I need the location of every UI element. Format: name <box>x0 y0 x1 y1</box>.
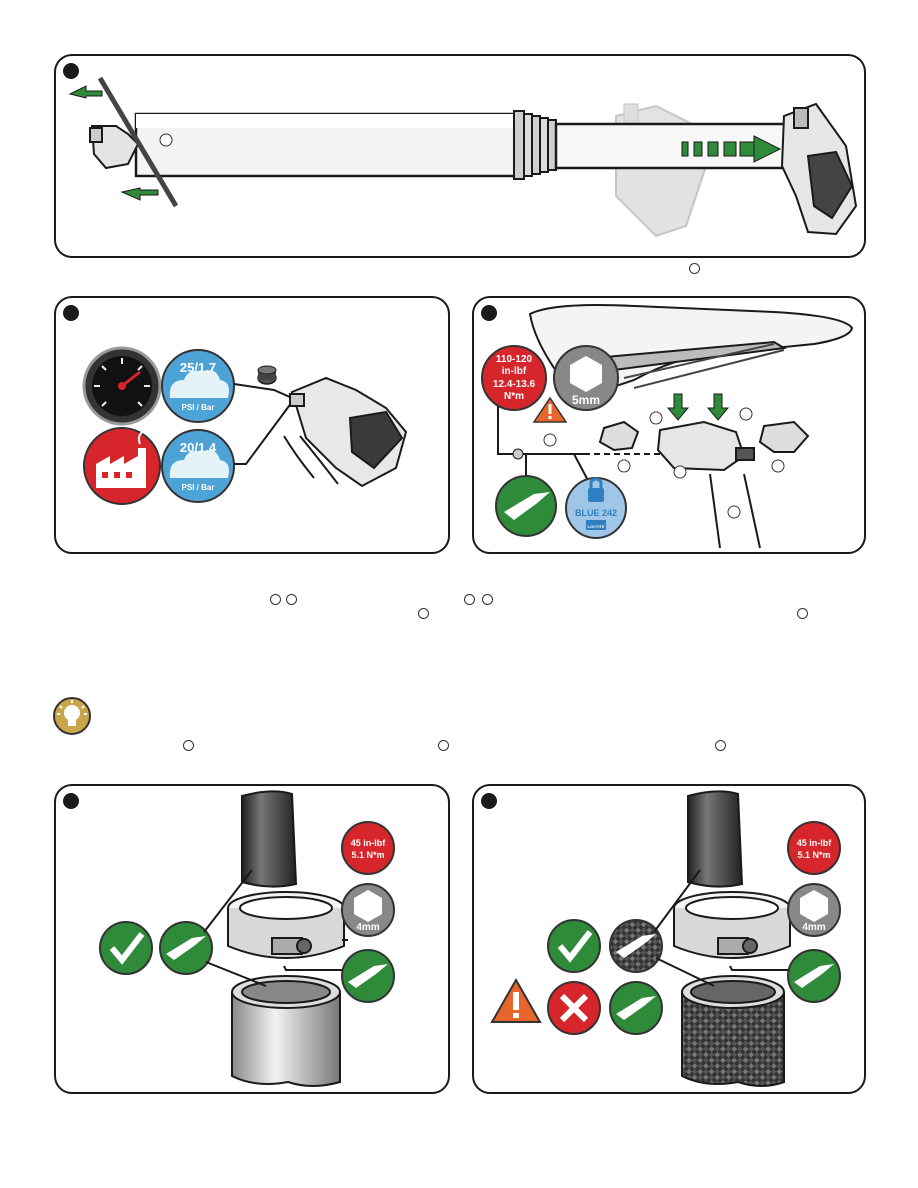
callout-marker <box>183 740 194 751</box>
grease-icon <box>495 475 557 537</box>
tool-size-label: 4mm <box>356 922 379 933</box>
torque-value-inlbf: 45 in-lbf <box>351 838 387 848</box>
pressure-warm-label: 20/1.4 <box>180 440 217 455</box>
arrow-icon <box>68 85 159 201</box>
callout-marker <box>464 594 475 605</box>
panel-dropper-post <box>54 54 866 258</box>
torque-badge: 110-120 in-lbf 12.4-13.6 N*m <box>481 345 547 411</box>
warning-icon <box>532 396 568 423</box>
pressure-unit-label: PSI / Bar <box>182 403 215 412</box>
callout-marker <box>715 740 726 751</box>
callout-marker <box>797 608 808 619</box>
saddle-clamp-head <box>289 376 408 488</box>
torque-value-inlbf: 110-120 <box>496 354 533 365</box>
step-marker <box>63 305 79 321</box>
seat-clamp <box>227 891 345 959</box>
clamp-parts <box>598 420 810 472</box>
factory-icon <box>83 426 161 505</box>
hex-key-icon: 5mm <box>553 345 619 411</box>
torque-unit-inlbf: in-lbf <box>502 366 527 377</box>
callout-marker <box>689 263 700 274</box>
checkmark-icon <box>99 921 153 975</box>
callout-marker <box>482 594 493 605</box>
saddle-illustration: 110-120 in-lbf 12.4-13.6 N*m 5mm <box>481 304 854 549</box>
cable-fitting <box>89 125 140 170</box>
arrow-icon <box>666 393 730 421</box>
threadlocker-brand: LOCTITE <box>587 524 604 529</box>
step-marker <box>63 793 79 809</box>
warning-icon <box>490 977 542 1023</box>
dropper-post-illustration <box>68 76 858 238</box>
seat-clamp-carbon-illustration: 45 in-lbf 5.1 N*m 4mm <box>490 790 841 1087</box>
torque-badge: 45 in-lbf 5.1 N*m <box>787 821 841 875</box>
callout-marker <box>438 740 449 751</box>
tool-size-label: 4mm <box>802 922 825 933</box>
callout-marker <box>270 594 281 605</box>
hex-key-icon: 4mm <box>787 883 841 937</box>
step-marker <box>481 305 497 321</box>
step-marker <box>63 63 79 79</box>
seat-clamp <box>673 891 791 959</box>
checkmark-icon <box>547 919 601 973</box>
frame-tube <box>681 975 785 1087</box>
pressure-cold-label: 25/1.7 <box>180 360 216 375</box>
panel-seat-clamp-carbon: 45 in-lbf 5.1 N*m 4mm <box>472 784 866 1094</box>
saddle-clamp-head <box>780 102 858 236</box>
cloud-icon: 25/1.7 PSI / Bar <box>161 349 235 423</box>
cloud-icon: 20/1.4 PSI / Bar <box>161 429 235 503</box>
frame-tube <box>231 975 341 1087</box>
panel-air-pressure: 25/1.7 PSI / Bar 20/1.4 PSI / Bar <box>54 296 450 554</box>
torque-value-nm: 5.1 N*m <box>351 850 384 860</box>
grease-icon <box>341 949 395 1003</box>
torque-badge: 45 in-lbf 5.1 N*m <box>341 821 395 875</box>
step-marker <box>481 793 497 809</box>
hex-key-icon: 4mm <box>341 883 395 937</box>
tool-size-label: 5mm <box>572 393 600 407</box>
lock-icon: BLUE 242 LOCTITE <box>565 477 627 539</box>
seat-clamp-alloy-illustration: 45 in-lbf 5.1 N*m 4mm <box>99 790 395 1087</box>
carbon-paste-icon <box>609 919 663 973</box>
pressure-illustration: 25/1.7 PSI / Bar 20/1.4 PSI / Bar <box>82 346 408 505</box>
grease-icon <box>787 949 841 1003</box>
panel-seat-clamp-alloy: 45 in-lbf 5.1 N*m 4mm <box>54 784 450 1094</box>
torque-unit-nm: N*m <box>504 391 524 402</box>
torque-value-inlbf: 45 in-lbf <box>797 838 833 848</box>
panel-saddle-install: 110-120 in-lbf 12.4-13.6 N*m 5mm <box>472 296 866 554</box>
torque-value-nm: 12.4-13.6 <box>493 379 536 390</box>
threadlocker-label: BLUE 242 <box>575 508 617 518</box>
callout-marker <box>418 608 429 619</box>
valve-cap <box>257 365 277 385</box>
torque-value-nm: 5.1 N*m <box>797 850 830 860</box>
gauge-icon <box>82 346 162 426</box>
pressure-unit-label: PSI / Bar <box>182 483 215 492</box>
arrow-icon <box>681 135 782 163</box>
grease-icon <box>159 921 213 975</box>
x-icon <box>547 981 601 1035</box>
lightbulb-icon <box>53 697 91 735</box>
grease-icon <box>609 981 663 1035</box>
callout-marker <box>286 594 297 605</box>
